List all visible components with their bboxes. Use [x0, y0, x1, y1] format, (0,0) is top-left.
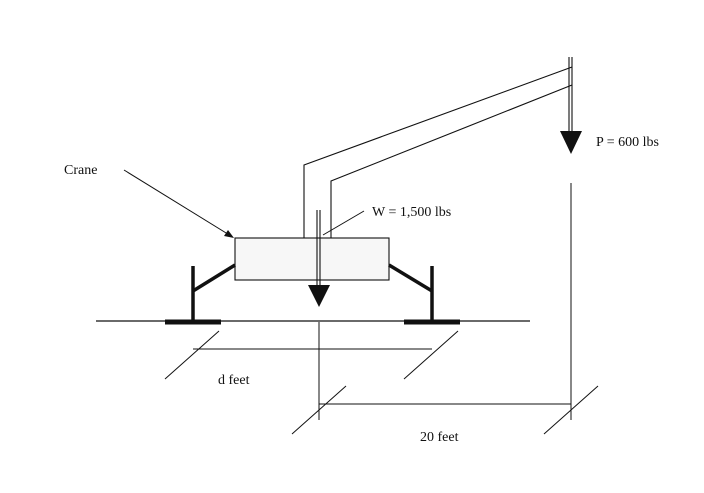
weight-arrow-head — [308, 285, 330, 307]
crane-label: Crane — [64, 163, 97, 178]
boom-tick-left — [291, 385, 347, 435]
boom-dimension-label: 20 feet — [420, 430, 459, 445]
left-outrigger-arm — [192, 263, 236, 293]
load-label: P = 600 lbs — [596, 135, 659, 150]
boom-outer — [303, 66, 573, 238]
weight-leader-line — [322, 210, 365, 236]
d-tick-right — [403, 330, 459, 380]
d-dimension-label: d feet — [218, 373, 250, 388]
load-arrow-head — [560, 131, 582, 154]
crane-body — [234, 237, 390, 281]
boom-tick-right — [543, 385, 599, 435]
right-outrigger-arm — [388, 263, 433, 293]
crane-leader-arrowhead — [224, 230, 234, 238]
d-tick-left — [164, 330, 220, 380]
weight-label: W = 1,500 lbs — [372, 205, 451, 220]
boom-inner — [330, 84, 573, 238]
crane-leader-line — [123, 169, 232, 237]
